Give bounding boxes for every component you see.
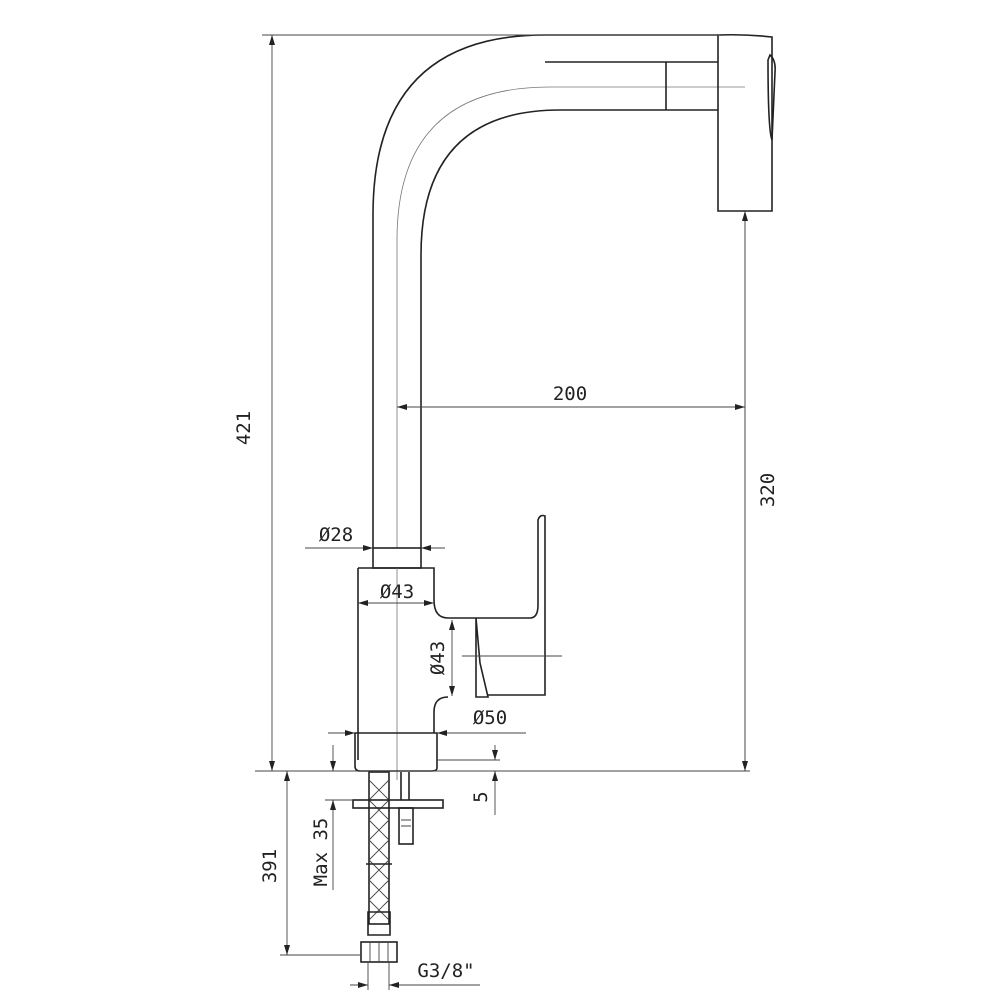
dimension-391: 391 bbox=[259, 771, 290, 955]
dimension-421: 421 bbox=[233, 35, 275, 771]
dimension-200: 200 bbox=[397, 383, 745, 410]
dimension-g38: G3/8" bbox=[350, 960, 480, 990]
dim-g38-label: G3/8" bbox=[417, 960, 474, 982]
dim-max35-label: Max 35 bbox=[310, 818, 332, 887]
dim-200-label: 200 bbox=[553, 383, 587, 405]
dimension-5: 5 bbox=[470, 745, 498, 815]
dim-50-label: Ø50 bbox=[473, 707, 507, 729]
hose-and-fixing bbox=[352, 771, 444, 963]
dimension-max-35: Max 35 bbox=[310, 745, 336, 890]
dim-43-handle-label: Ø43 bbox=[427, 641, 449, 675]
dim-391-label: 391 bbox=[259, 849, 281, 883]
dim-43-body-label: Ø43 bbox=[380, 581, 414, 603]
dim-28-label: Ø28 bbox=[319, 524, 353, 546]
dimension-320: 320 bbox=[742, 211, 779, 771]
spout bbox=[372, 33, 776, 548]
dimension-diameter-43-handle: Ø43 bbox=[427, 620, 455, 696]
extension-lines bbox=[255, 34, 750, 956]
dimension-diameter-50: Ø50 bbox=[328, 707, 526, 736]
dim-320-label: 320 bbox=[757, 473, 779, 507]
dimension-diameter-28: Ø28 bbox=[305, 524, 445, 551]
dimension-diameter-43-body: Ø43 bbox=[358, 581, 434, 606]
dim-5-label: 5 bbox=[470, 791, 492, 802]
faucet-body bbox=[354, 514, 562, 780]
dim-421-label: 421 bbox=[233, 411, 255, 445]
